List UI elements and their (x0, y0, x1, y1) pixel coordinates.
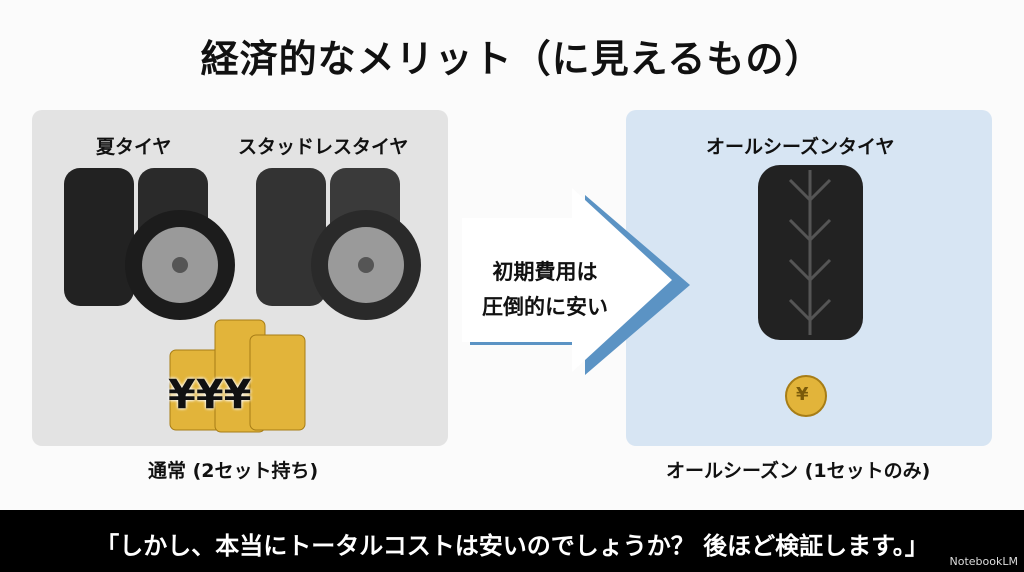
all-season-tire-label: オールシーズンタイヤ (706, 136, 895, 158)
yen-coins-text: ¥¥¥ (168, 372, 252, 418)
single-coin-icon (785, 375, 827, 417)
illustrations (64, 165, 863, 433)
page-title: 経済的なメリット（に見えるもの） (200, 37, 824, 81)
studless-tire-label: スタッドレスタイヤ (238, 136, 409, 158)
summer-tires-icon (64, 168, 235, 320)
subtitle-text: 「しかし、本当にトータルコストは安いのでしょうか？ 後ほど検証します。」 (95, 532, 929, 560)
yen-coin-symbol: ¥ (796, 384, 809, 405)
coin-stacks-icon (169, 319, 306, 433)
left-caption: 通常 (2セット持ち) (148, 460, 319, 482)
arrow-icon (462, 188, 690, 375)
arrow-line-2: 圧倒的に安い (482, 295, 608, 319)
right-caption: オールシーズン (1セットのみ) (666, 460, 931, 482)
all-season-tire-icon (758, 165, 863, 340)
arrow-text: 初期費用は 圧倒的に安い (470, 255, 620, 325)
brand-watermark: NotebookLM (949, 555, 1018, 568)
studless-tires-icon (256, 168, 421, 320)
summer-tire-label: 夏タイヤ (96, 136, 172, 158)
arrow-line-1: 初期費用は (492, 260, 598, 284)
subtitle-bar: 「しかし、本当にトータルコストは安いのでしょうか？ 後ほど検証します。」 Not… (0, 510, 1024, 572)
